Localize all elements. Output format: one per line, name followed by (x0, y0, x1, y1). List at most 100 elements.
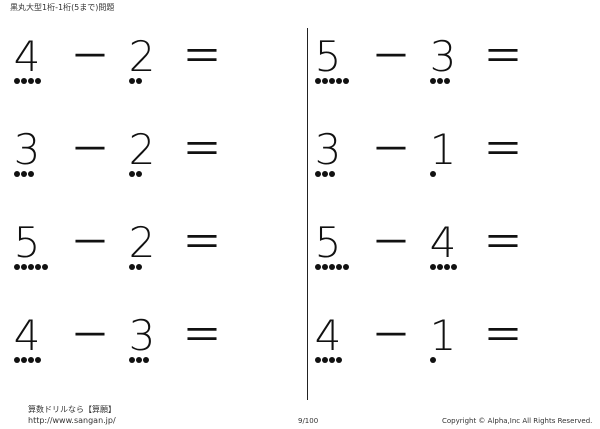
count-dot (21, 357, 27, 363)
problem-item: 4 － 1 ＝ (313, 305, 600, 398)
count-dot (136, 357, 142, 363)
right-column: 5 － 3 ＝ 3 － 1 ＝ 5 － 4 ＝ 4 － 1 ＝ (313, 26, 600, 398)
count-dot (336, 264, 342, 270)
minus-sign: － (371, 127, 411, 173)
equals-sign: ＝ (182, 127, 222, 173)
count-dot (136, 171, 142, 177)
count-dot (315, 264, 321, 270)
equals-sign: ＝ (483, 313, 523, 359)
minuend-dots (315, 78, 349, 86)
count-dot (14, 78, 20, 84)
minus-sign: － (371, 313, 411, 359)
subtrahend-dots (430, 78, 450, 86)
minuend: 5 (314, 32, 342, 81)
count-dot (21, 264, 27, 270)
count-dot (343, 78, 349, 84)
minus-sign: － (70, 127, 110, 173)
problem-item: 3 － 2 ＝ (12, 119, 302, 212)
footer-brand: 算数ドリルなら【算願】 (28, 405, 116, 414)
problem-item: 4 － 2 ＝ (12, 26, 302, 119)
count-dot (14, 264, 20, 270)
subtrahend: 1 (429, 125, 457, 174)
minus-sign: － (371, 220, 411, 266)
minuend: 5 (13, 218, 41, 267)
count-dot (343, 264, 349, 270)
minuend-dots (315, 264, 349, 272)
minuend-dots (14, 264, 48, 272)
count-dot (315, 78, 321, 84)
count-dot (336, 78, 342, 84)
subtrahend-dots (129, 171, 142, 179)
minuend-dots (14, 78, 41, 86)
problem-item: 3 － 1 ＝ (313, 119, 600, 212)
equals-sign: ＝ (483, 34, 523, 80)
problem-item: 4 － 3 ＝ (12, 305, 302, 398)
minuend: 4 (314, 311, 342, 360)
count-dot (14, 357, 20, 363)
minuend-dots (315, 171, 335, 179)
count-dot (315, 171, 321, 177)
minuend: 3 (314, 125, 342, 174)
count-dot (329, 78, 335, 84)
count-dot (143, 357, 149, 363)
minus-sign: － (371, 34, 411, 80)
count-dot (28, 171, 34, 177)
count-dot (136, 264, 142, 270)
minus-sign: － (70, 313, 110, 359)
subtrahend: 2 (128, 125, 156, 174)
count-dot (329, 357, 335, 363)
minuend-dots (315, 357, 342, 365)
equals-sign: ＝ (483, 220, 523, 266)
count-dot (28, 357, 34, 363)
minuend: 4 (13, 311, 41, 360)
count-dot (129, 357, 135, 363)
count-dot (437, 264, 443, 270)
count-dot (322, 264, 328, 270)
count-dot (315, 357, 321, 363)
subtrahend: 1 (429, 311, 457, 360)
count-dot (14, 171, 20, 177)
minuend-dots (14, 357, 41, 365)
subtrahend-dots (129, 357, 149, 365)
equals-sign: ＝ (483, 127, 523, 173)
count-dot (42, 264, 48, 270)
count-dot (322, 357, 328, 363)
left-column: 4 － 2 ＝ 3 － 2 ＝ 5 － 2 ＝ 4 － 3 ＝ (12, 26, 302, 398)
count-dot (444, 78, 450, 84)
equals-sign: ＝ (182, 313, 222, 359)
page-number: 9/100 (298, 417, 319, 425)
footer-url-link[interactable]: http://www.sangan.jp/ (28, 416, 116, 425)
equals-sign: ＝ (182, 220, 222, 266)
count-dot (28, 264, 34, 270)
count-dot (28, 78, 34, 84)
subtrahend: 4 (429, 218, 457, 267)
count-dot (430, 171, 436, 177)
subtrahend-dots (129, 264, 142, 272)
count-dot (35, 78, 41, 84)
minuend: 5 (314, 218, 342, 267)
equals-sign: ＝ (182, 34, 222, 80)
subtrahend: 3 (128, 311, 156, 360)
subtrahend-dots (430, 171, 436, 179)
count-dot (21, 171, 27, 177)
subtrahend-dots (129, 78, 142, 86)
count-dot (129, 264, 135, 270)
minuend: 4 (13, 32, 41, 81)
count-dot (129, 171, 135, 177)
count-dot (451, 264, 457, 270)
minuend-dots (14, 171, 34, 179)
minus-sign: － (70, 34, 110, 80)
count-dot (430, 78, 436, 84)
problem-item: 5 － 4 ＝ (313, 212, 600, 305)
count-dot (430, 357, 436, 363)
count-dot (430, 264, 436, 270)
subtrahend-dots (430, 357, 436, 365)
problem-item: 5 － 3 ＝ (313, 26, 600, 119)
count-dot (35, 357, 41, 363)
subtrahend: 3 (429, 32, 457, 81)
problem-item: 5 － 2 ＝ (12, 212, 302, 305)
count-dot (21, 78, 27, 84)
count-dot (322, 171, 328, 177)
count-dot (444, 264, 450, 270)
count-dot (336, 357, 342, 363)
